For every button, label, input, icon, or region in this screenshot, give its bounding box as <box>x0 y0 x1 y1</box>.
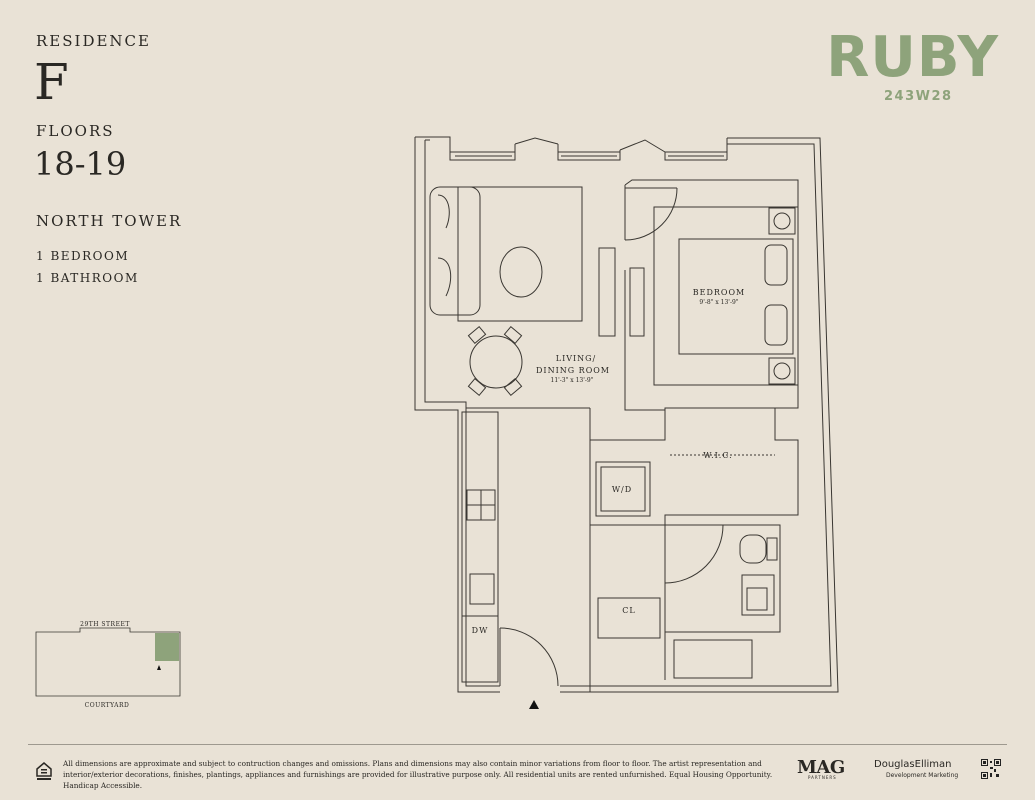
kitchen <box>461 411 499 683</box>
equal-housing-icon <box>36 762 52 780</box>
key-plan: 29TH STREET COURTYARD <box>35 621 181 709</box>
living-furniture <box>429 186 645 397</box>
bedroom-count: 1 BEDROOM <box>36 249 130 263</box>
living-dims: 11'-3" x 13'-9" <box>551 377 594 384</box>
living-label-line2: DINING ROOM <box>536 366 610 375</box>
floors-value: 18-19 <box>34 145 127 183</box>
dishwasher-label: DW <box>472 626 489 635</box>
key-plan-street: 29TH STREET <box>80 621 130 628</box>
bathroom-fixtures <box>670 454 778 679</box>
floor-plan: BEDROOM 9'-8" x 13'-9" LIVING/ DINING RO… <box>35 136 839 709</box>
residence-label: RESIDENCE <box>36 32 151 50</box>
living-label-line1: LIVING/ <box>556 354 597 363</box>
marketing-logo-sub: Development Marketing <box>886 772 959 779</box>
footer-divider <box>28 744 1007 745</box>
footer-disclaimer: All dimensions are approximate and subje… <box>63 759 773 790</box>
key-plan-highlight <box>155 633 179 661</box>
wd-label: W/D <box>612 485 632 494</box>
brand-logo: RUBY <box>826 25 999 90</box>
floors-label: FLOORS <box>36 122 115 140</box>
doors <box>499 187 724 687</box>
brand-address: 243W28 <box>884 89 953 104</box>
marketing-logo: DouglasElliman <box>874 759 952 770</box>
bathroom-count: 1 BATHROOM <box>36 271 139 285</box>
exterior-walls <box>414 136 839 693</box>
closet-label: CL <box>622 606 635 615</box>
tower-label: NORTH TOWER <box>36 212 183 230</box>
bedroom-dims: 9'-8" x 13'-9" <box>699 299 738 306</box>
wic-label: W.I.C. <box>703 451 732 460</box>
qr-code-icon <box>981 759 1001 779</box>
bedroom-furniture <box>653 206 799 386</box>
entry-arrow-icon <box>529 700 539 709</box>
bedroom-label: BEDROOM <box>693 288 745 297</box>
residence-letter: F <box>34 53 69 111</box>
developer-logo: MAG <box>797 757 845 778</box>
key-plan-courtyard: COURTYARD <box>85 702 130 709</box>
developer-logo-sub: PARTNERS <box>808 775 837 780</box>
interior-walls <box>466 179 799 692</box>
